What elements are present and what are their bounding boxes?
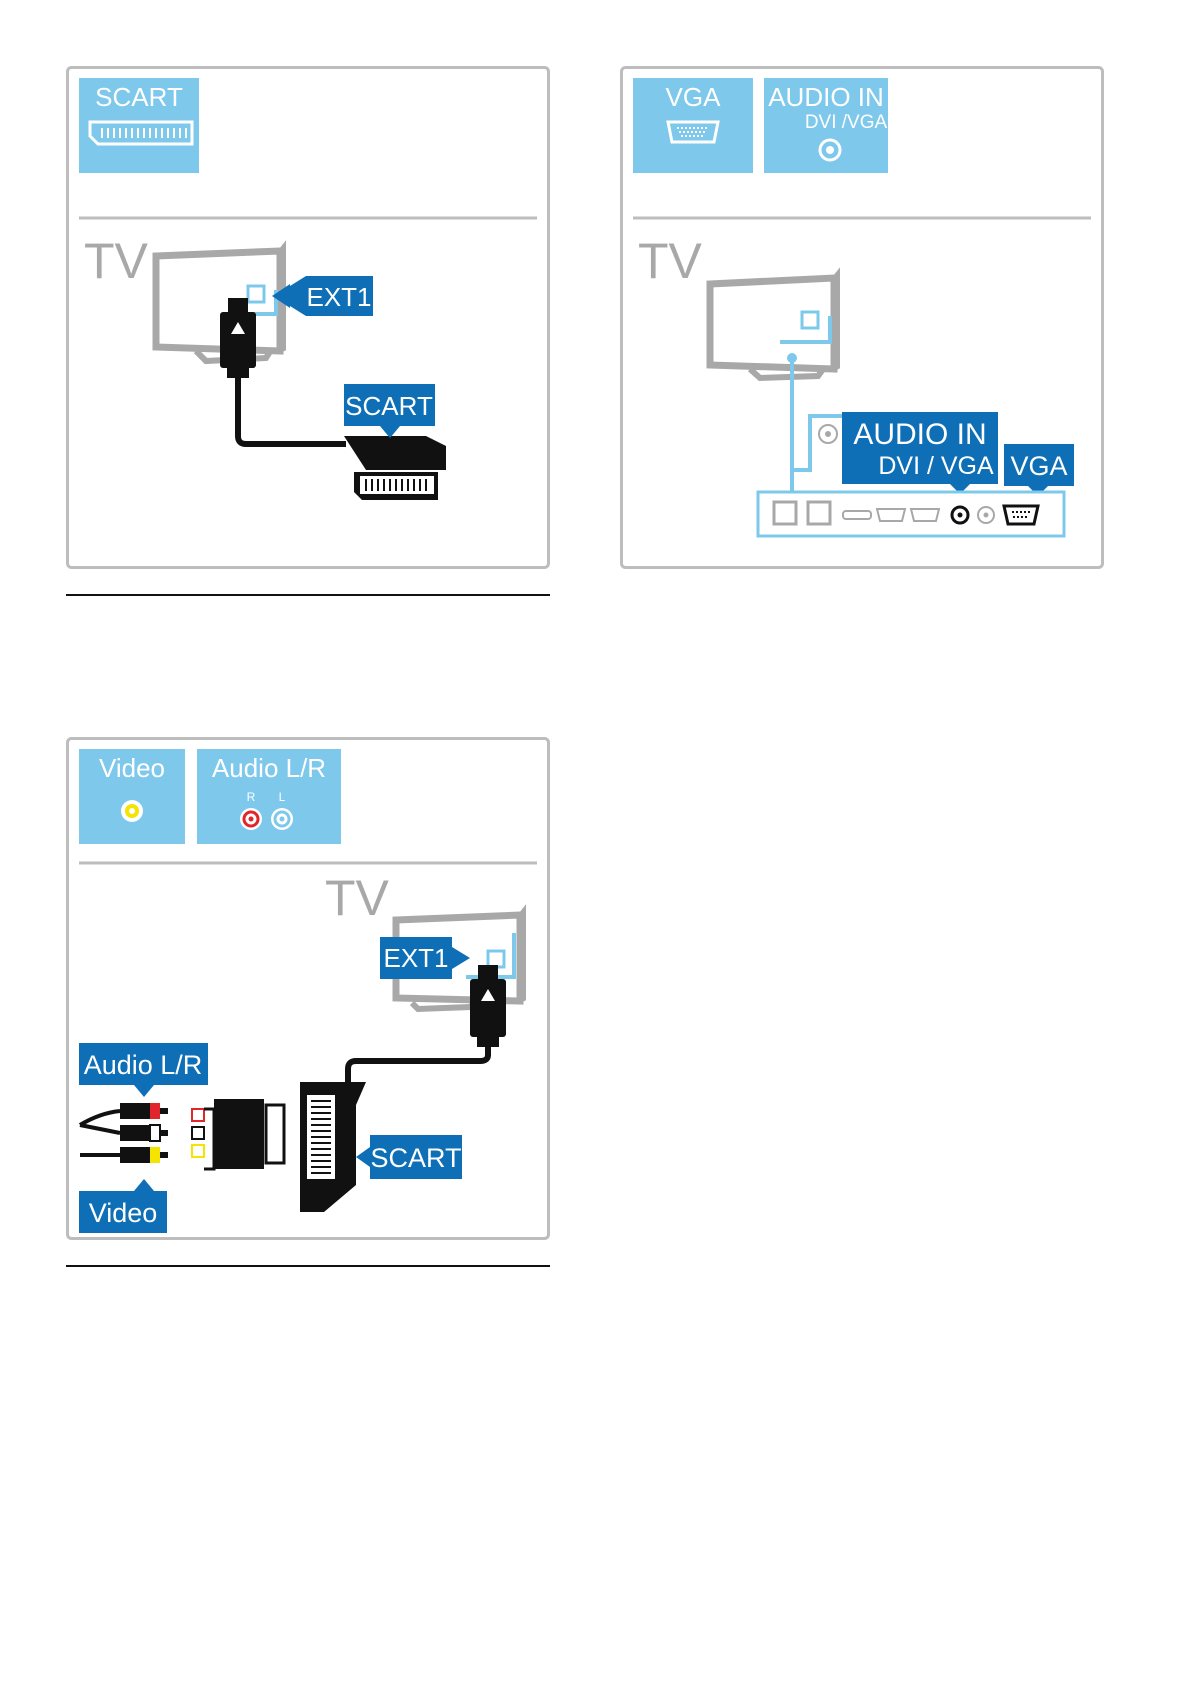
scart-cable-tag: SCART: [356, 1135, 462, 1179]
scart-tile-label: SCART: [95, 82, 183, 112]
audio-lr-tag-label: Audio L/R: [84, 1050, 203, 1080]
audio-lr-tile-label: Audio L/R: [212, 753, 326, 783]
audio-r-label: R: [247, 790, 256, 804]
video-connector-tile: Video: [79, 749, 185, 844]
vga-connector-tile: VGA: [633, 78, 753, 173]
connector-panel: [758, 492, 1064, 536]
video-jack-icon: [121, 800, 143, 822]
scart-connection-figure: SCART TV EXT1: [66, 66, 550, 569]
figure-separator: [66, 1265, 550, 1267]
tv-label: TV: [84, 233, 149, 289]
audio-in-tag-label: AUDIO IN: [853, 418, 986, 451]
audio-left-jack-icon: [271, 808, 293, 830]
audio-l-label: L: [279, 790, 286, 804]
scart-cable-tag-label: SCART: [345, 391, 433, 421]
vga-connection-figure: VGA AUDIO IN DVI /VGA TV: [620, 66, 1104, 569]
tv-label: TV: [325, 870, 390, 926]
vga-tag-label: VGA: [1010, 451, 1067, 481]
tv-label: TV: [638, 233, 703, 289]
vga-tile-label: VGA: [666, 82, 722, 112]
audio-lr-connector-tile: Audio L/R R L: [197, 749, 341, 844]
figure-separator: [66, 594, 550, 596]
video-tag-label: Video: [89, 1198, 158, 1228]
scart-connector-tile: SCART: [79, 78, 199, 173]
scart-cable-tag-label: SCART: [370, 1143, 461, 1173]
video-tile-label: Video: [99, 753, 165, 783]
audio-in-tag-sublabel: DVI / VGA: [878, 452, 994, 480]
ext1-tag-label: EXT1: [306, 282, 371, 312]
audio-in-tile-sublabel: DVI /VGA: [805, 112, 888, 133]
ext1-tag-label: EXT1: [383, 943, 448, 973]
video-audio-connection-figure: Video Audio L/R R L TV: [66, 737, 550, 1240]
audio-in-tile-label: AUDIO IN: [768, 82, 884, 112]
audio-right-jack-icon: [240, 808, 262, 830]
audio-in-connector-tile: AUDIO IN DVI /VGA: [764, 78, 888, 173]
audio-in-tag: AUDIO IN DVI / VGA: [819, 412, 998, 494]
